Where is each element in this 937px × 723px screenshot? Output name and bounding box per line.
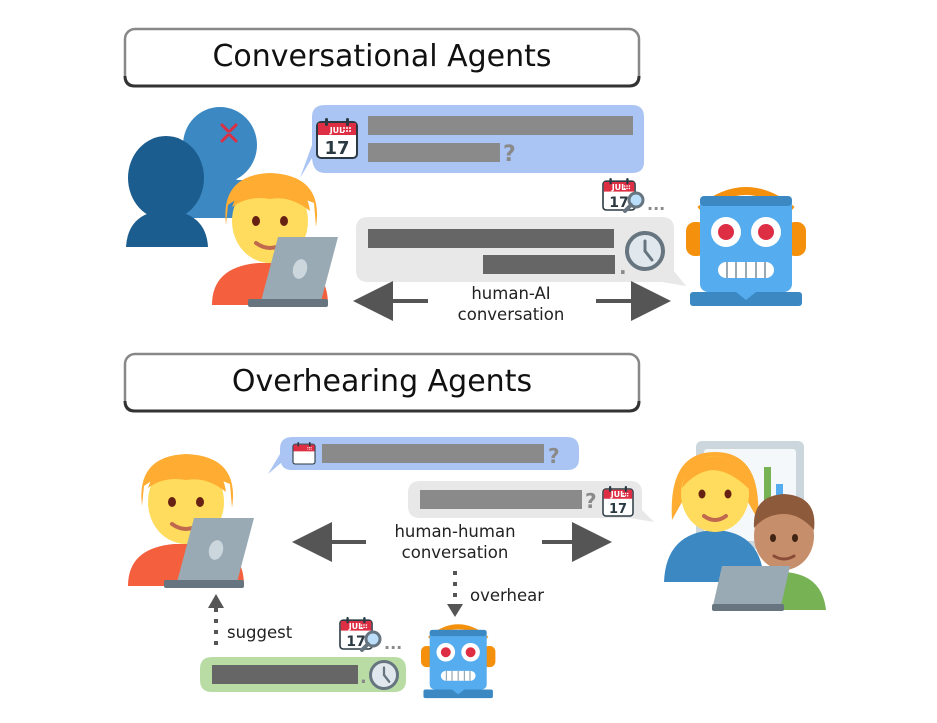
suggestion-bubble: .: [200, 657, 406, 692]
svg-text:17: 17: [609, 195, 628, 211]
ellipsis: ...: [384, 634, 402, 653]
robot-icon: [686, 191, 806, 306]
section-title: Overhearing Agents: [232, 364, 532, 399]
silhouette-person-icon: [126, 136, 208, 247]
svg-text:17: 17: [609, 502, 627, 517]
text-bar: [420, 490, 582, 509]
svg-text:JUL: JUL: [348, 622, 364, 631]
people-group-icon: [664, 441, 826, 611]
svg-text:17: 17: [324, 138, 349, 159]
text-bar: [322, 444, 544, 463]
svg-text:?: ?: [548, 444, 560, 468]
calendar-icon: JUL 17: [602, 485, 634, 517]
calendar-icon: JUL 17: [316, 117, 358, 159]
suggest-label: suggest: [227, 623, 293, 642]
svg-text:JUL: JUL: [610, 490, 626, 499]
text-bar: [212, 665, 358, 684]
robot-icon: [421, 627, 495, 698]
conversational-section: Conversational Agents: [123, 27, 806, 324]
human-ai-label: human-AI: [471, 284, 550, 303]
text-bar: [368, 143, 500, 162]
overhearing-section: Overhearing Agents ? ? JUL 17: [123, 352, 826, 698]
second-query-bubble: ? JUL 17: [408, 481, 654, 522]
overhear-label: overhear: [470, 586, 544, 605]
svg-text:JUL: JUL: [611, 183, 627, 192]
title-box-overhearing: Overhearing Agents: [123, 352, 641, 413]
user-group: [126, 107, 340, 309]
conversation-label: conversation: [458, 305, 565, 324]
calendar-icon: [292, 441, 316, 465]
svg-text:.: .: [619, 255, 627, 279]
calendar-search-icon: JUL 17 ...: [602, 177, 665, 214]
user-query-bubble: ?: [268, 437, 579, 474]
svg-text:.: .: [360, 667, 367, 688]
person-laptop-icon: [126, 452, 256, 590]
svg-text:JUL: JUL: [329, 126, 345, 135]
ellipsis: ...: [647, 195, 665, 214]
calendar-search-icon: JUL 17 ...: [339, 616, 402, 653]
user-query-bubble: JUL 17 ?: [300, 105, 644, 178]
clock-icon: [369, 660, 399, 690]
question-mark: ?: [503, 142, 516, 167]
svg-text:17: 17: [346, 634, 365, 650]
text-bar: [483, 255, 615, 274]
text-bar: [368, 116, 633, 135]
text-bar: [368, 229, 614, 248]
down-arrow: [447, 604, 463, 617]
section-title: Conversational Agents: [212, 39, 551, 74]
human-human-label: human-human: [394, 522, 515, 541]
title-box-conversational: Conversational Agents: [123, 27, 641, 88]
up-arrow: [208, 594, 224, 608]
svg-text:?: ?: [585, 489, 597, 513]
agent-response-bubble: .: [356, 217, 686, 286]
person-laptop-icon: [210, 171, 340, 309]
conversation-label: conversation: [402, 543, 509, 562]
clock-icon: [625, 231, 665, 271]
